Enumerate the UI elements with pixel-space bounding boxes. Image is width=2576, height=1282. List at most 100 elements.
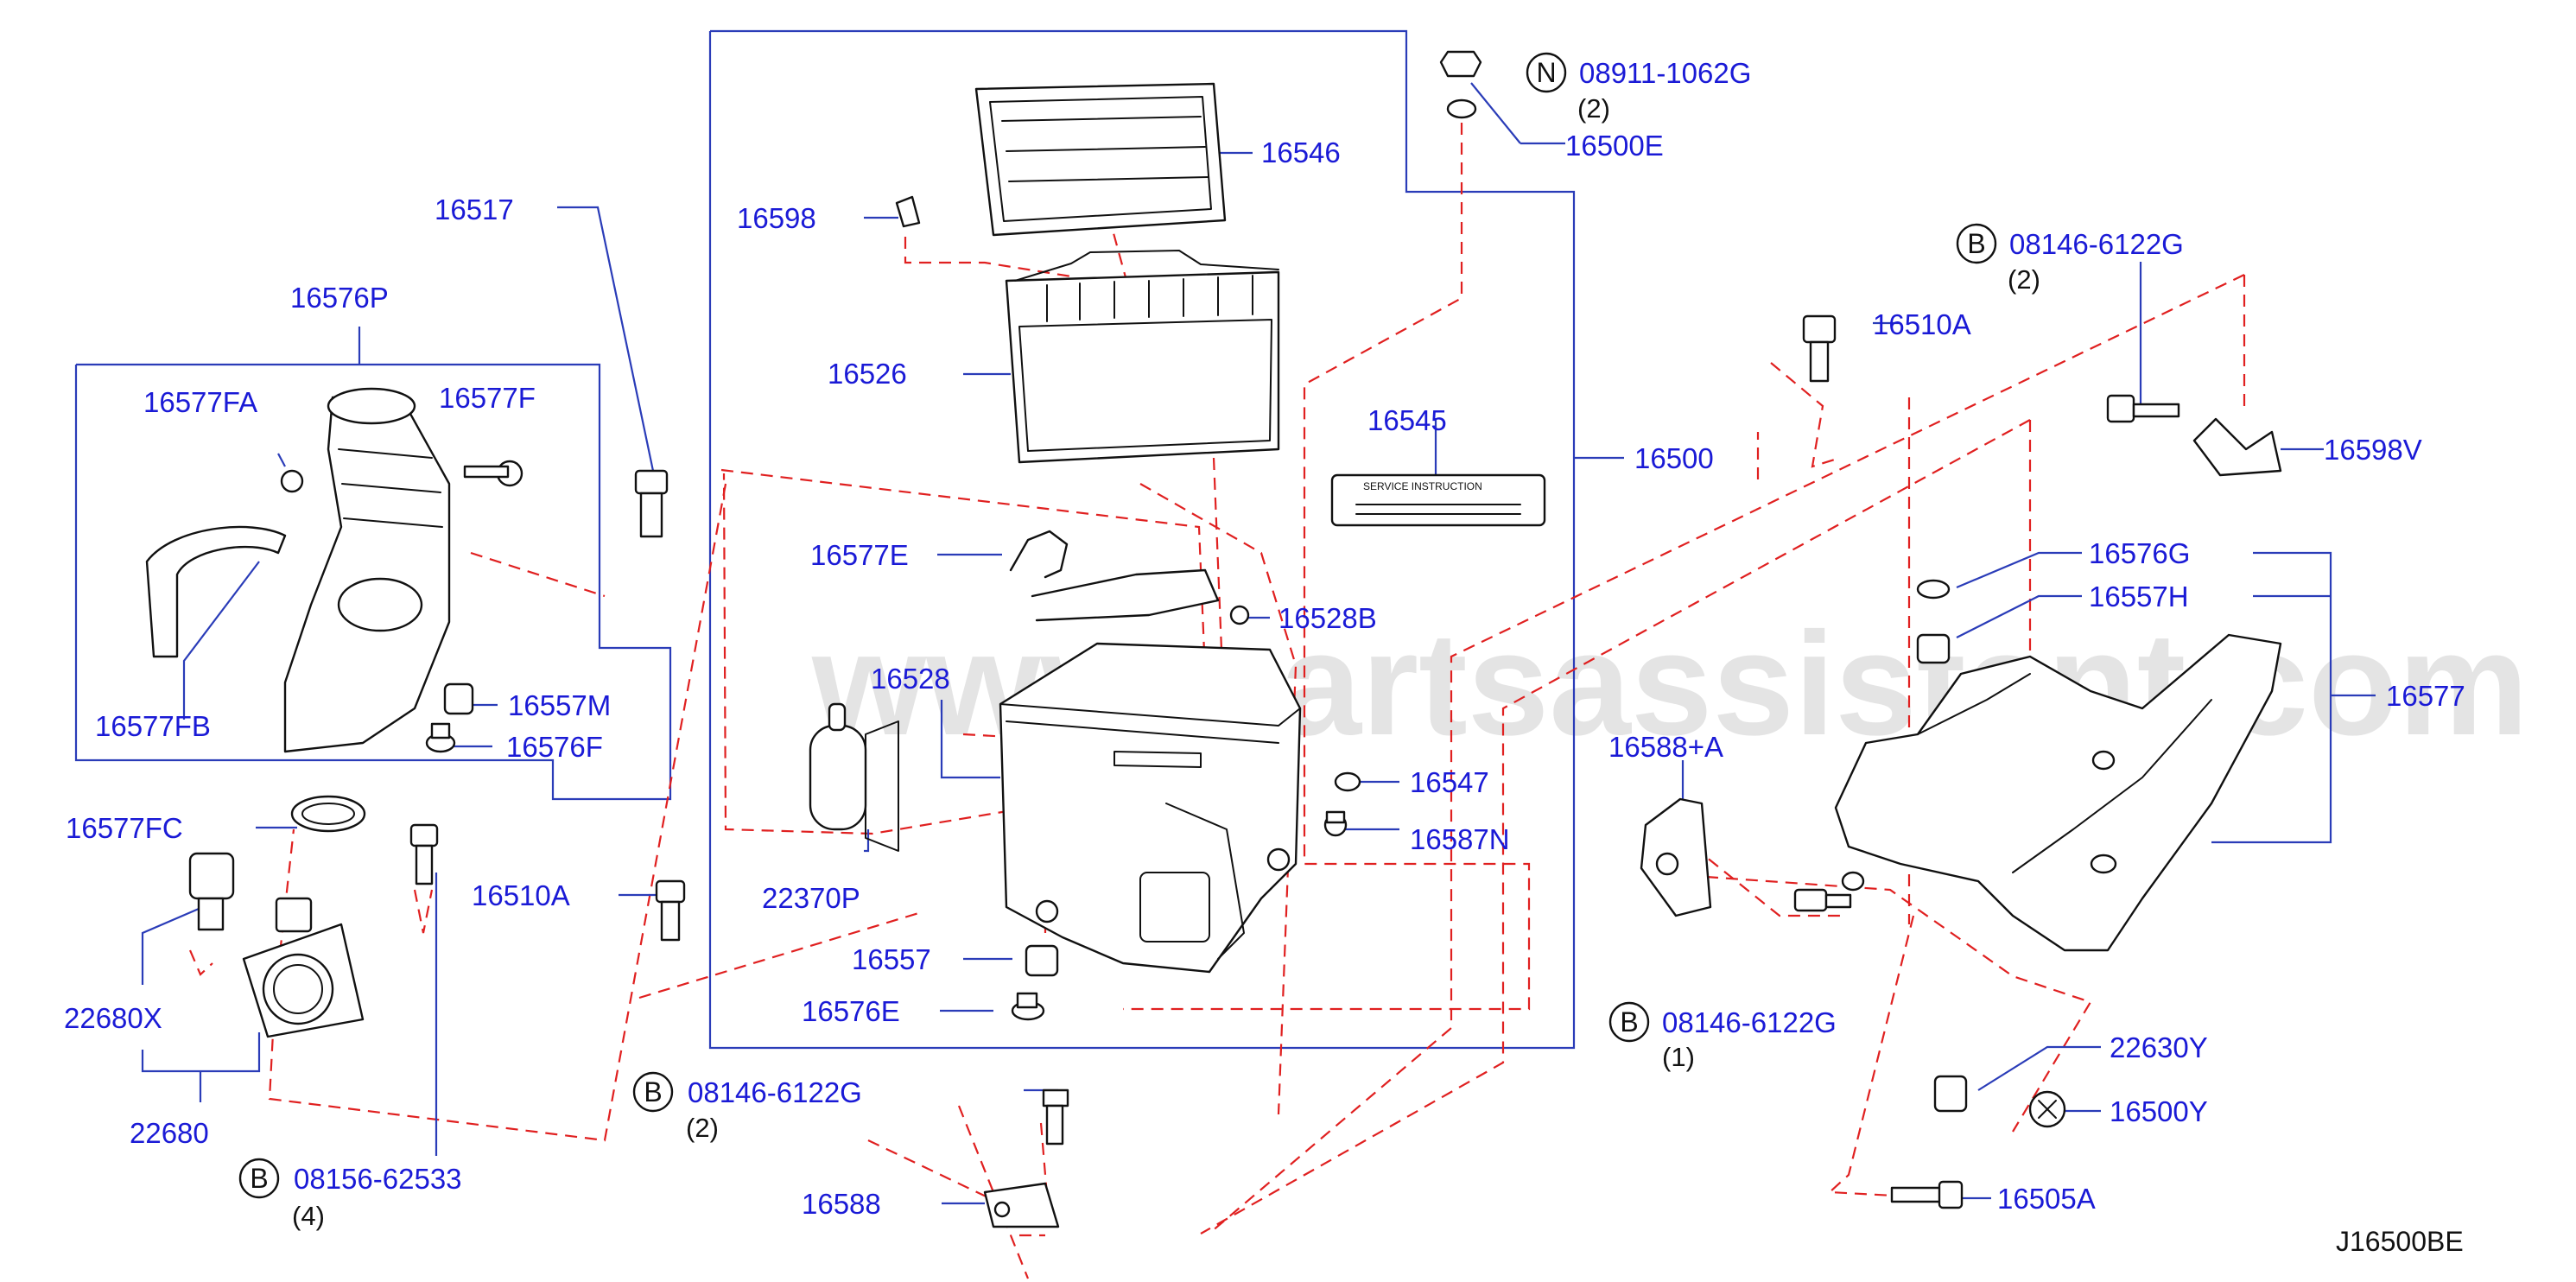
callout-quantity: (4) bbox=[292, 1201, 325, 1231]
part-16528B-grommet bbox=[1229, 605, 1250, 625]
label-16576G[interactable]: 16576G bbox=[2089, 537, 2190, 569]
label-16588A[interactable]: 16588+A bbox=[1608, 731, 1723, 763]
part-16588-bracket bbox=[983, 1182, 1060, 1228]
label-16598V[interactable]: 16598V bbox=[2324, 434, 2422, 466]
part-16577-intake-duct bbox=[1834, 633, 2282, 952]
part-22680-throttle-body bbox=[242, 897, 365, 1038]
part-22370P-resonator bbox=[809, 702, 899, 852]
label-16505A[interactable]: 16505A bbox=[1997, 1183, 2096, 1215]
label-16598[interactable]: 16598 bbox=[737, 202, 816, 234]
callout-part-number[interactable]: 08146-6122G bbox=[2009, 228, 2184, 260]
part-16576E-collar bbox=[1011, 992, 1045, 1021]
label-plate-text: SERVICE INSTRUCTION bbox=[1363, 480, 1482, 492]
label-16500[interactable]: 16500 bbox=[1634, 442, 1714, 474]
part-16577E-bracket bbox=[1009, 530, 1220, 622]
label-16577FA[interactable]: 16577FA bbox=[143, 386, 257, 418]
part-nut-08911 bbox=[1439, 50, 1482, 78]
callout-nut-top: N 08911-1062G (2) bbox=[1526, 52, 1751, 124]
part-16598V-bracket bbox=[2192, 417, 2282, 477]
group-box-16576P bbox=[74, 363, 672, 801]
label-16517[interactable]: 16517 bbox=[435, 194, 514, 225]
label-16577F[interactable]: 16577F bbox=[439, 382, 536, 414]
part-16576P-duct bbox=[283, 387, 451, 753]
label-16545[interactable]: 16545 bbox=[1367, 404, 1447, 436]
label-16587N[interactable]: 16587N bbox=[1410, 823, 1510, 855]
label-16576F[interactable]: 16576F bbox=[506, 731, 603, 763]
label-22680X[interactable]: 22680X bbox=[64, 1002, 162, 1034]
assembly-lines bbox=[188, 123, 2246, 1279]
part-16517-bolt bbox=[634, 469, 669, 538]
part-labels: 16546 16598 16526 16545 16500 16577E 165… bbox=[64, 130, 2465, 1220]
label-16528B[interactable]: 16528B bbox=[1278, 602, 1377, 634]
part-16546-filter-element bbox=[974, 82, 1227, 237]
diagram-reference-code: J16500BE bbox=[2336, 1226, 2464, 1257]
callout-part-number[interactable]: 08146-6122G bbox=[1662, 1006, 1837, 1038]
part-16576F-collar bbox=[425, 722, 456, 753]
label-16576P[interactable]: 16576P bbox=[290, 282, 389, 314]
label-16577FB[interactable]: 16577FB bbox=[95, 710, 211, 742]
callout-bolt-left-bottom: B 08156-62533 (4) bbox=[238, 1158, 462, 1231]
part-16505A-bolt bbox=[1890, 1180, 1964, 1209]
callout-circle bbox=[1608, 1001, 1650, 1043]
label-16577FC[interactable]: 16577FC bbox=[66, 812, 183, 844]
part-bolt-08146-right-top bbox=[2106, 394, 2180, 423]
part-16500E-washer bbox=[1446, 98, 1477, 119]
label-16557H[interactable]: 16557H bbox=[2089, 581, 2189, 612]
label-22370P[interactable]: 22370P bbox=[762, 882, 860, 914]
part-16588A-bracket bbox=[1640, 797, 1712, 917]
callout-bolt-center-bottom: B 08146-6122G (2) bbox=[632, 1071, 862, 1143]
part-bolt-16510A-left bbox=[655, 879, 686, 942]
label-16547[interactable]: 16547 bbox=[1410, 766, 1489, 798]
label-16528[interactable]: 16528 bbox=[871, 663, 950, 695]
label-16557M[interactable]: 16557M bbox=[508, 689, 611, 721]
part-16587N-grommet bbox=[1323, 810, 1348, 837]
callout-bolt-right-top: B 08146-6122G (2) bbox=[1956, 223, 2184, 295]
part-16577F-clamp bbox=[463, 460, 523, 487]
part-bolt-08146-right-mid bbox=[1793, 888, 1852, 912]
callout-part-number[interactable]: 08156-62533 bbox=[294, 1163, 462, 1195]
callout-quantity: (2) bbox=[2008, 264, 2040, 295]
label-16577E[interactable]: 16577E bbox=[810, 539, 909, 571]
part-bolt-08156-left bbox=[409, 823, 439, 885]
part-16577FC-clamp bbox=[290, 795, 366, 833]
label-22680[interactable]: 22680 bbox=[130, 1117, 209, 1149]
label-16546[interactable]: 16546 bbox=[1261, 136, 1341, 168]
callout-letter: B bbox=[1620, 1006, 1638, 1038]
label-16510A-right[interactable]: 16510A bbox=[1873, 308, 1971, 340]
label-16588[interactable]: 16588 bbox=[802, 1188, 881, 1220]
label-16500Y[interactable]: 16500Y bbox=[2110, 1095, 2208, 1127]
callout-letter: B bbox=[250, 1163, 268, 1194]
label-16510A-left[interactable]: 16510A bbox=[472, 879, 570, 911]
callout-letter: B bbox=[1967, 228, 1985, 259]
group-box-16500 bbox=[708, 29, 1576, 1050]
label-16577[interactable]: 16577 bbox=[2386, 680, 2465, 712]
part-bolt-16510A-right bbox=[1802, 314, 1837, 383]
leader-lines bbox=[141, 82, 2376, 1205]
part-16577FA-clamp bbox=[280, 469, 304, 493]
label-16576E[interactable]: 16576E bbox=[802, 995, 900, 1027]
callout-part-number[interactable]: 08911-1062G bbox=[1579, 57, 1751, 89]
part-16598-clip bbox=[895, 195, 921, 228]
callout-circle bbox=[238, 1158, 280, 1199]
part-16545-label-plate: SERVICE INSTRUCTION bbox=[1330, 473, 1546, 527]
callout-bolt-right-mid: B 08146-6122G (1) bbox=[1608, 1001, 1837, 1072]
part-16557H-mount bbox=[1916, 633, 1951, 664]
part-16577FB-hose bbox=[145, 525, 287, 658]
callout-quantity: (1) bbox=[1662, 1042, 1695, 1072]
label-16526[interactable]: 16526 bbox=[828, 358, 907, 390]
part-16576G-collar bbox=[1916, 579, 1951, 600]
callout-part-number[interactable]: 08146-6122G bbox=[688, 1076, 862, 1108]
part-16500Y-plug bbox=[2028, 1090, 2066, 1128]
part-16547-washer bbox=[1334, 771, 1361, 792]
label-16500E[interactable]: 16500E bbox=[1565, 130, 1664, 162]
callout-quantity: (2) bbox=[1577, 93, 1610, 124]
label-22630Y[interactable]: 22630Y bbox=[2110, 1031, 2208, 1063]
part-bolt-08146-center bbox=[1042, 1088, 1069, 1146]
callout-circle bbox=[1956, 223, 1997, 264]
callout-circle bbox=[1526, 52, 1567, 93]
callout-letter: N bbox=[1536, 57, 1556, 88]
part-16526-air-cleaner-upper bbox=[1005, 250, 1280, 464]
part-16557-mount bbox=[1025, 944, 1059, 977]
label-16557[interactable]: 16557 bbox=[852, 943, 931, 975]
